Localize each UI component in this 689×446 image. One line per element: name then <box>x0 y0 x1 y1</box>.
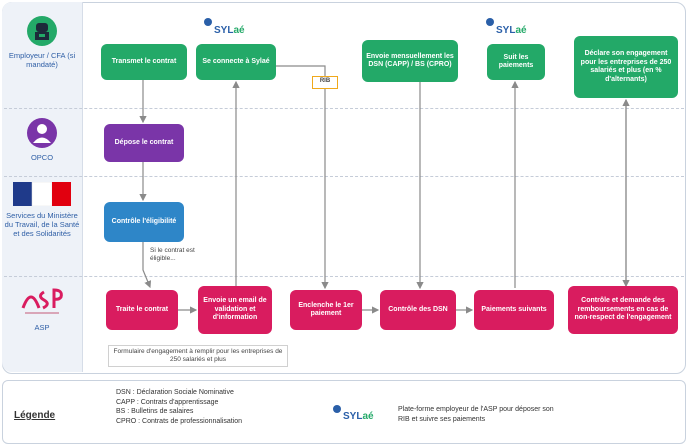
republic-logo-icon <box>13 181 71 207</box>
sylae-logo-icon <box>486 18 494 26</box>
step-envoi-dsn: Envoie mensuellement les DSN (CAPP) / BS… <box>362 40 458 82</box>
asp-logo-icon <box>21 288 63 314</box>
step-traite-contrat: Traite le contrat <box>106 290 178 330</box>
step-premier-paiement: Enclenche le 1er paiement <box>290 290 362 330</box>
legend-title: Légende <box>14 410 56 421</box>
step-transmet-contrat: Transmet le contrat <box>101 44 187 80</box>
form-note: Formulaire d'engagement à remplir pour l… <box>108 345 288 367</box>
sylae-logo-icon <box>204 18 212 26</box>
actor-opco: OPCO <box>4 118 80 162</box>
legend-sylae-logo: SYLaé <box>343 411 374 422</box>
legend-abbr-capp: CAPP : Contrats d'apprentissage <box>116 398 219 406</box>
employer-icon <box>27 16 57 46</box>
step-suivi-paiements: Suit les paiements <box>487 44 545 80</box>
step-declaration-engagement: Déclare son engagement pour les entrepri… <box>574 36 678 98</box>
actor-asp-label: ASP <box>34 323 50 332</box>
step-paiements-suivants: Paiements suivants <box>474 290 554 330</box>
actor-employer: Employeur / CFA (si mandaté) <box>4 16 80 69</box>
sylae-logo: SYLaé <box>214 25 245 36</box>
step-depose-contrat: Dépose le contrat <box>104 124 184 162</box>
legend-abbr-bs: BS : Bulletins de salaires <box>116 408 194 415</box>
legend-abbr-cpro: CPRO : Contrats de professionnalisation <box>116 417 243 425</box>
step-controle-dsn: Contrôle des DSN <box>380 290 456 330</box>
actor-ministry: Services du Ministère du Travail, de la … <box>4 181 80 238</box>
step-controle-eligibilite: Contrôle l'éligibilité <box>104 202 184 242</box>
lane-separator <box>4 176 684 177</box>
step-email-validation: Envoie un email de validation et d'infor… <box>198 286 272 334</box>
actor-ministry-label: Services du Ministère du Travail, de la … <box>4 211 80 238</box>
lane-separator <box>4 276 684 277</box>
rib-tag: RIB <box>312 76 338 89</box>
sylae-logo-icon <box>333 405 341 413</box>
actor-employer-label: Employeur / CFA (si mandaté) <box>8 51 76 69</box>
legend-box <box>2 380 686 444</box>
legend-sylae-description: Plate-forme employeur de l'ASP pour dépo… <box>398 406 554 423</box>
step-connexion-sylae: Se connecte à Sylaé <box>196 44 276 80</box>
actor-opco-label: OPCO <box>30 153 54 162</box>
actor-asp: ASP <box>4 284 80 332</box>
legend-abbreviations: DSN : Déclaration Sociale Nominative CAP… <box>116 388 242 426</box>
lane-separator <box>4 108 684 109</box>
sylae-logo: SYLaé <box>496 25 527 36</box>
step-controle-remboursements: Contrôle et demande des remboursements e… <box>568 286 678 334</box>
legend-abbr-dsn: DSN : Déclaration Sociale Nominative <box>116 389 234 396</box>
opco-icon <box>27 118 57 148</box>
eligibility-note: Si le contrat est éligible... <box>150 247 195 262</box>
